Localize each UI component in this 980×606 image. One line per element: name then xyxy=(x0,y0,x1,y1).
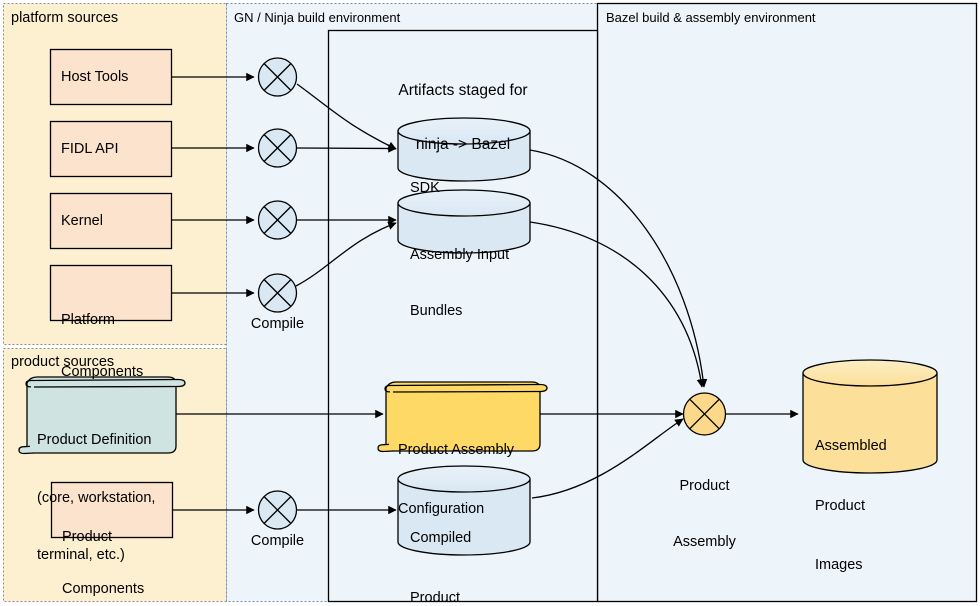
node-compile-platform-components[interactable] xyxy=(257,273,298,313)
node-product-assembly[interactable] xyxy=(682,392,727,436)
node-compile-kernel[interactable] xyxy=(257,200,298,240)
region-bazel-env xyxy=(596,2,978,603)
edge-sdk-to-product-assembly xyxy=(529,149,708,388)
node-fidl-api[interactable] xyxy=(49,120,173,178)
node-kernel[interactable] xyxy=(49,192,173,250)
node-product-assembly-configuration[interactable] xyxy=(377,381,548,453)
node-assembly-input-bundles[interactable] xyxy=(397,189,531,254)
edge-aib-to-product-assembly xyxy=(529,221,706,388)
node-product-definition[interactable] xyxy=(18,376,186,455)
node-compiled-product-artifacts[interactable] xyxy=(397,465,531,556)
node-product-components[interactable] xyxy=(50,481,174,539)
node-assembled-product-images[interactable] xyxy=(802,359,938,474)
node-compile-fidl-api[interactable] xyxy=(257,128,298,168)
edge-compile-host-tools-to-sdk xyxy=(296,83,397,150)
node-sdk[interactable] xyxy=(397,117,531,182)
edge-compile-fidl-api-to-sdk xyxy=(296,144,397,153)
edge-cpa-to-product-assembly xyxy=(531,418,684,499)
node-compile-product-components[interactable] xyxy=(257,490,298,530)
node-compile-host-tools[interactable] xyxy=(257,57,298,97)
edge-compile-platform-components-to-aib xyxy=(295,221,397,287)
node-platform-components[interactable] xyxy=(49,264,173,322)
node-host-tools[interactable] xyxy=(49,48,173,106)
